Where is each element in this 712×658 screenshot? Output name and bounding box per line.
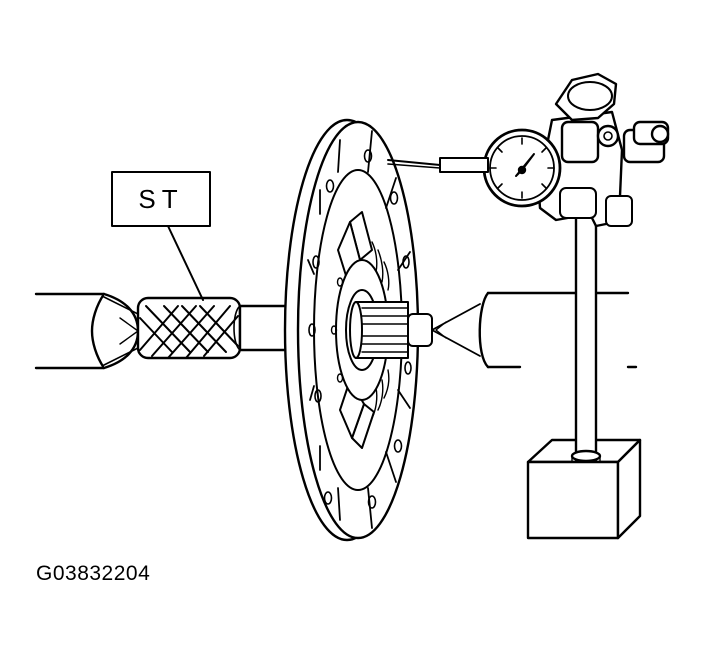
st-callout — [111, 171, 211, 301]
figure-id: G03832204 — [36, 562, 151, 585]
st-callout-label: ST — [138, 184, 183, 214]
st-tool — [136, 296, 294, 360]
left-center-shaft — [34, 292, 140, 370]
dial-gauge-stand — [526, 186, 642, 540]
dial-gauge — [387, 72, 670, 228]
clutch-disc — [283, 118, 433, 542]
right-center-shaft — [431, 291, 638, 369]
